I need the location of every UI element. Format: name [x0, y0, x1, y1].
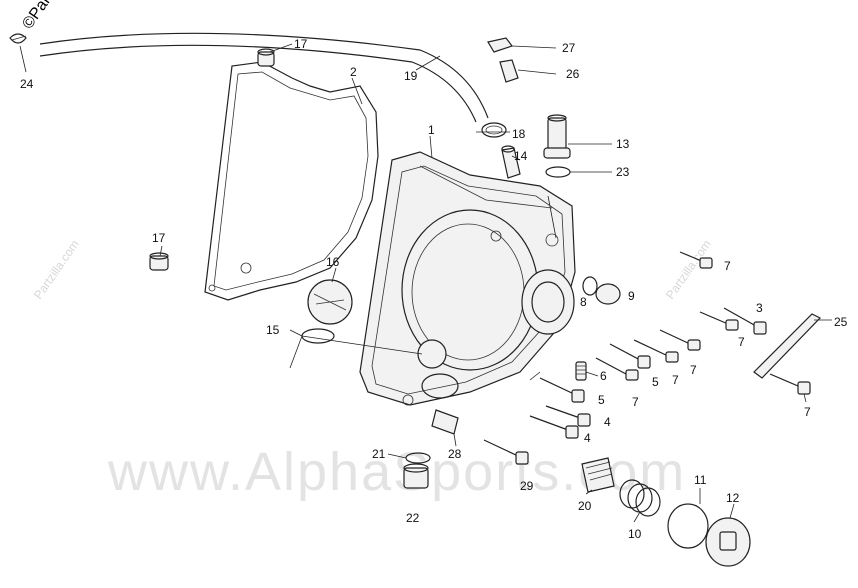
callout-29: 29 [520, 479, 534, 493]
bolt-7-a [699, 311, 739, 331]
callout-25: 25 [834, 315, 848, 329]
callout-7-d: 7 [672, 373, 679, 387]
part-20-oil-strainer [581, 457, 615, 493]
watermark-corner: ©Partzilla [19, 0, 72, 32]
callout-7-c: 7 [690, 363, 697, 377]
callout-5-b: 5 [598, 393, 605, 407]
callout-4-a: 4 [604, 415, 611, 429]
part-8-o-ring [582, 276, 598, 296]
bolt-set [483, 251, 811, 465]
callout-27: 27 [562, 41, 576, 55]
part-6-bolt [575, 361, 587, 381]
callout-4-b: 4 [584, 431, 591, 445]
callout-7-f: 7 [804, 405, 811, 419]
callout-2: 2 [350, 65, 357, 79]
part-26-sleeve [499, 59, 519, 83]
watermark-mid-left: Partzilla.com [31, 237, 82, 301]
part-24-clip [9, 33, 27, 44]
callout-22: 22 [406, 511, 420, 525]
bolt-4-a [545, 405, 591, 427]
part-13-filler-tube [543, 114, 571, 159]
callout-3: 3 [756, 301, 763, 315]
callout-15: 15 [266, 323, 280, 337]
callout-13: 13 [616, 137, 630, 151]
callout-20: 20 [578, 499, 592, 513]
bolt-4-b [529, 415, 579, 439]
callout-14: 14 [514, 149, 528, 163]
callout-7-b: 7 [738, 335, 745, 349]
callout-17-b: 17 [152, 231, 166, 245]
callout-28: 28 [448, 447, 462, 461]
bolt-29 [483, 439, 529, 465]
callout-12: 12 [726, 491, 740, 505]
callout-5-a: 5 [652, 375, 659, 389]
part-15-o-ring [301, 328, 335, 344]
callout-7-e: 7 [632, 395, 639, 409]
bolt-7-e [769, 373, 811, 395]
bolt-3 [723, 307, 767, 335]
callout-10: 10 [628, 527, 642, 541]
part-18-hose-clamp [481, 122, 507, 138]
callout-1: 1 [428, 123, 435, 137]
callout-26: 26 [566, 67, 580, 81]
bolt-7-d [595, 357, 639, 381]
part-17-dowel-upper [257, 48, 275, 67]
leader-lines [19, 43, 832, 523]
part-28-collar [431, 409, 459, 435]
part-27-clamp [487, 37, 513, 53]
callout-17-a: 17 [294, 37, 308, 51]
part-2-gasket [204, 61, 379, 301]
callout-19: 19 [404, 69, 418, 83]
part-12-cap [705, 517, 751, 567]
bolt-5-a [609, 343, 651, 369]
bolt-7-b [659, 329, 701, 351]
callout-8: 8 [580, 295, 587, 309]
part-19-breather-hose [39, 32, 489, 123]
watermark-mid-right: Partzilla.com [663, 237, 714, 301]
bolt-7-c [633, 339, 679, 363]
callout-9: 9 [628, 289, 635, 303]
part-1-crankcase-cover [359, 151, 576, 406]
bolt-7-top [679, 251, 713, 269]
part-9-plug [595, 283, 621, 305]
callout-labels: 1 2 3 4 4 5 5 6 7 7 7 7 7 7 8 9 10 11 12… [20, 37, 848, 541]
part-17-dowel-left [149, 252, 169, 271]
bolt-5-b [539, 377, 585, 403]
part-22-drain-plug [403, 463, 429, 489]
part-25-bracket [753, 313, 821, 379]
part-23-o-ring [545, 166, 571, 178]
part-11-o-ring [667, 503, 709, 549]
callout-11: 11 [694, 473, 707, 487]
part-14-hose-fitting [501, 145, 521, 179]
callout-24: 24 [20, 77, 34, 91]
part-16-cap [307, 279, 353, 325]
callout-21: 21 [372, 447, 386, 461]
callout-18: 18 [512, 127, 526, 141]
callout-16: 16 [326, 255, 340, 269]
callout-6: 6 [600, 369, 607, 383]
callout-23: 23 [616, 165, 630, 179]
callout-7-a: 7 [724, 259, 731, 273]
